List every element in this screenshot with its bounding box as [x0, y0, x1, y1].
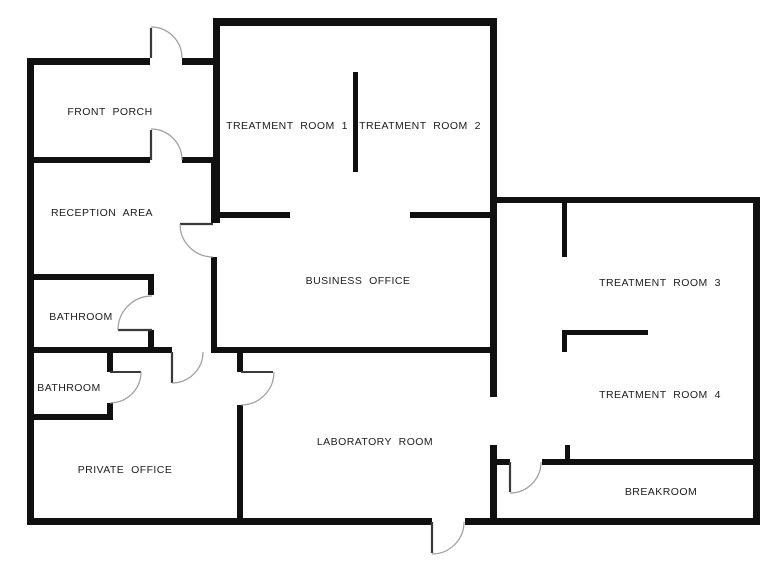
wall-left-outer	[27, 58, 34, 525]
room-label-treatment-room-1: TREATMENT ROOM 1	[226, 120, 348, 132]
wall-bottom-right	[465, 518, 760, 525]
door-arc-porch-bottom	[150, 128, 183, 161]
room-label-breakroom: BREAKROOM	[624, 486, 698, 498]
wall-porch-bottom-left	[27, 157, 150, 163]
door-arc-porch-top	[150, 26, 183, 59]
wall-bath2-bottom	[27, 414, 113, 420]
room-label-bathroom-lower: BATHROOM	[37, 382, 101, 394]
wall-tr1-tr2-divider	[353, 72, 358, 172]
wall-lab-left-stub	[237, 353, 243, 372]
wall-bath1-right-upper	[148, 274, 154, 295]
wall-breakroom-top-right	[542, 459, 760, 465]
room-label-treatment-room-3: TREATMENT ROOM 3	[599, 277, 721, 289]
room-label-business-office: BUSINESS OFFICE	[305, 275, 411, 287]
wall-bath2-right-upper	[107, 350, 113, 372]
wall-reception-bath-divider	[27, 274, 152, 280]
wall-porch-top-right	[182, 58, 220, 65]
wall-business-office-bottom	[243, 347, 490, 353]
wall-porch-bottom-right	[182, 157, 217, 163]
door-arc-entrance	[431, 521, 465, 555]
wall-hallway-left	[27, 347, 172, 353]
wall-hallway-mid	[211, 347, 243, 353]
wall-tr3-entry-stub	[562, 197, 567, 257]
wall-breakroom-stub	[565, 445, 570, 459]
wall-right-wing-top	[490, 197, 760, 203]
door-arc-laboratory	[240, 371, 275, 406]
room-label-laboratory-room: LABORATORY ROOM	[316, 436, 434, 448]
wall-treatment-block-left	[213, 18, 220, 223]
wall-bottom-left	[27, 518, 432, 525]
wall-business-office-left	[211, 257, 217, 353]
wall-bath2-right-lower	[107, 403, 113, 420]
wall-bath1-right-lower	[148, 330, 154, 353]
wall-lab-left-lower	[237, 405, 243, 518]
wall-tr3-tr4-divider-v	[562, 330, 567, 352]
door-arc-bathroom-upper	[117, 295, 153, 331]
room-label-treatment-room-4: TREATMENT ROOM 4	[599, 389, 721, 401]
wall-porch-top-left	[27, 58, 150, 65]
door-arc-hallway	[171, 351, 204, 384]
wall-tr-bottom-right-seg	[410, 212, 497, 218]
door-arc-breakroom	[509, 461, 542, 494]
room-label-private-office: PRIVATE OFFICE	[77, 464, 173, 476]
room-label-bathroom-upper: BATHROOM	[49, 311, 113, 323]
door-arc-bathroom-lower	[109, 371, 142, 404]
room-label-treatment-room-2: TREATMENT ROOM 2	[359, 120, 481, 132]
wall-treatment-block-top	[213, 18, 497, 26]
wall-breakroom-top-left	[490, 459, 510, 465]
wall-right-outer	[753, 197, 760, 525]
door-arc-reception	[179, 223, 214, 258]
wall-center-spine-lower	[490, 445, 497, 525]
room-label-front-porch: FRONT PORCH	[67, 106, 153, 118]
wall-center-spine-upper	[490, 18, 497, 397]
room-label-reception-area: RECEPTION AREA	[51, 207, 153, 219]
wall-reception-right-upper	[211, 157, 217, 223]
wall-tr-bottom-left-seg	[213, 212, 290, 218]
wall-tr3-tr4-divider-h	[562, 330, 648, 335]
